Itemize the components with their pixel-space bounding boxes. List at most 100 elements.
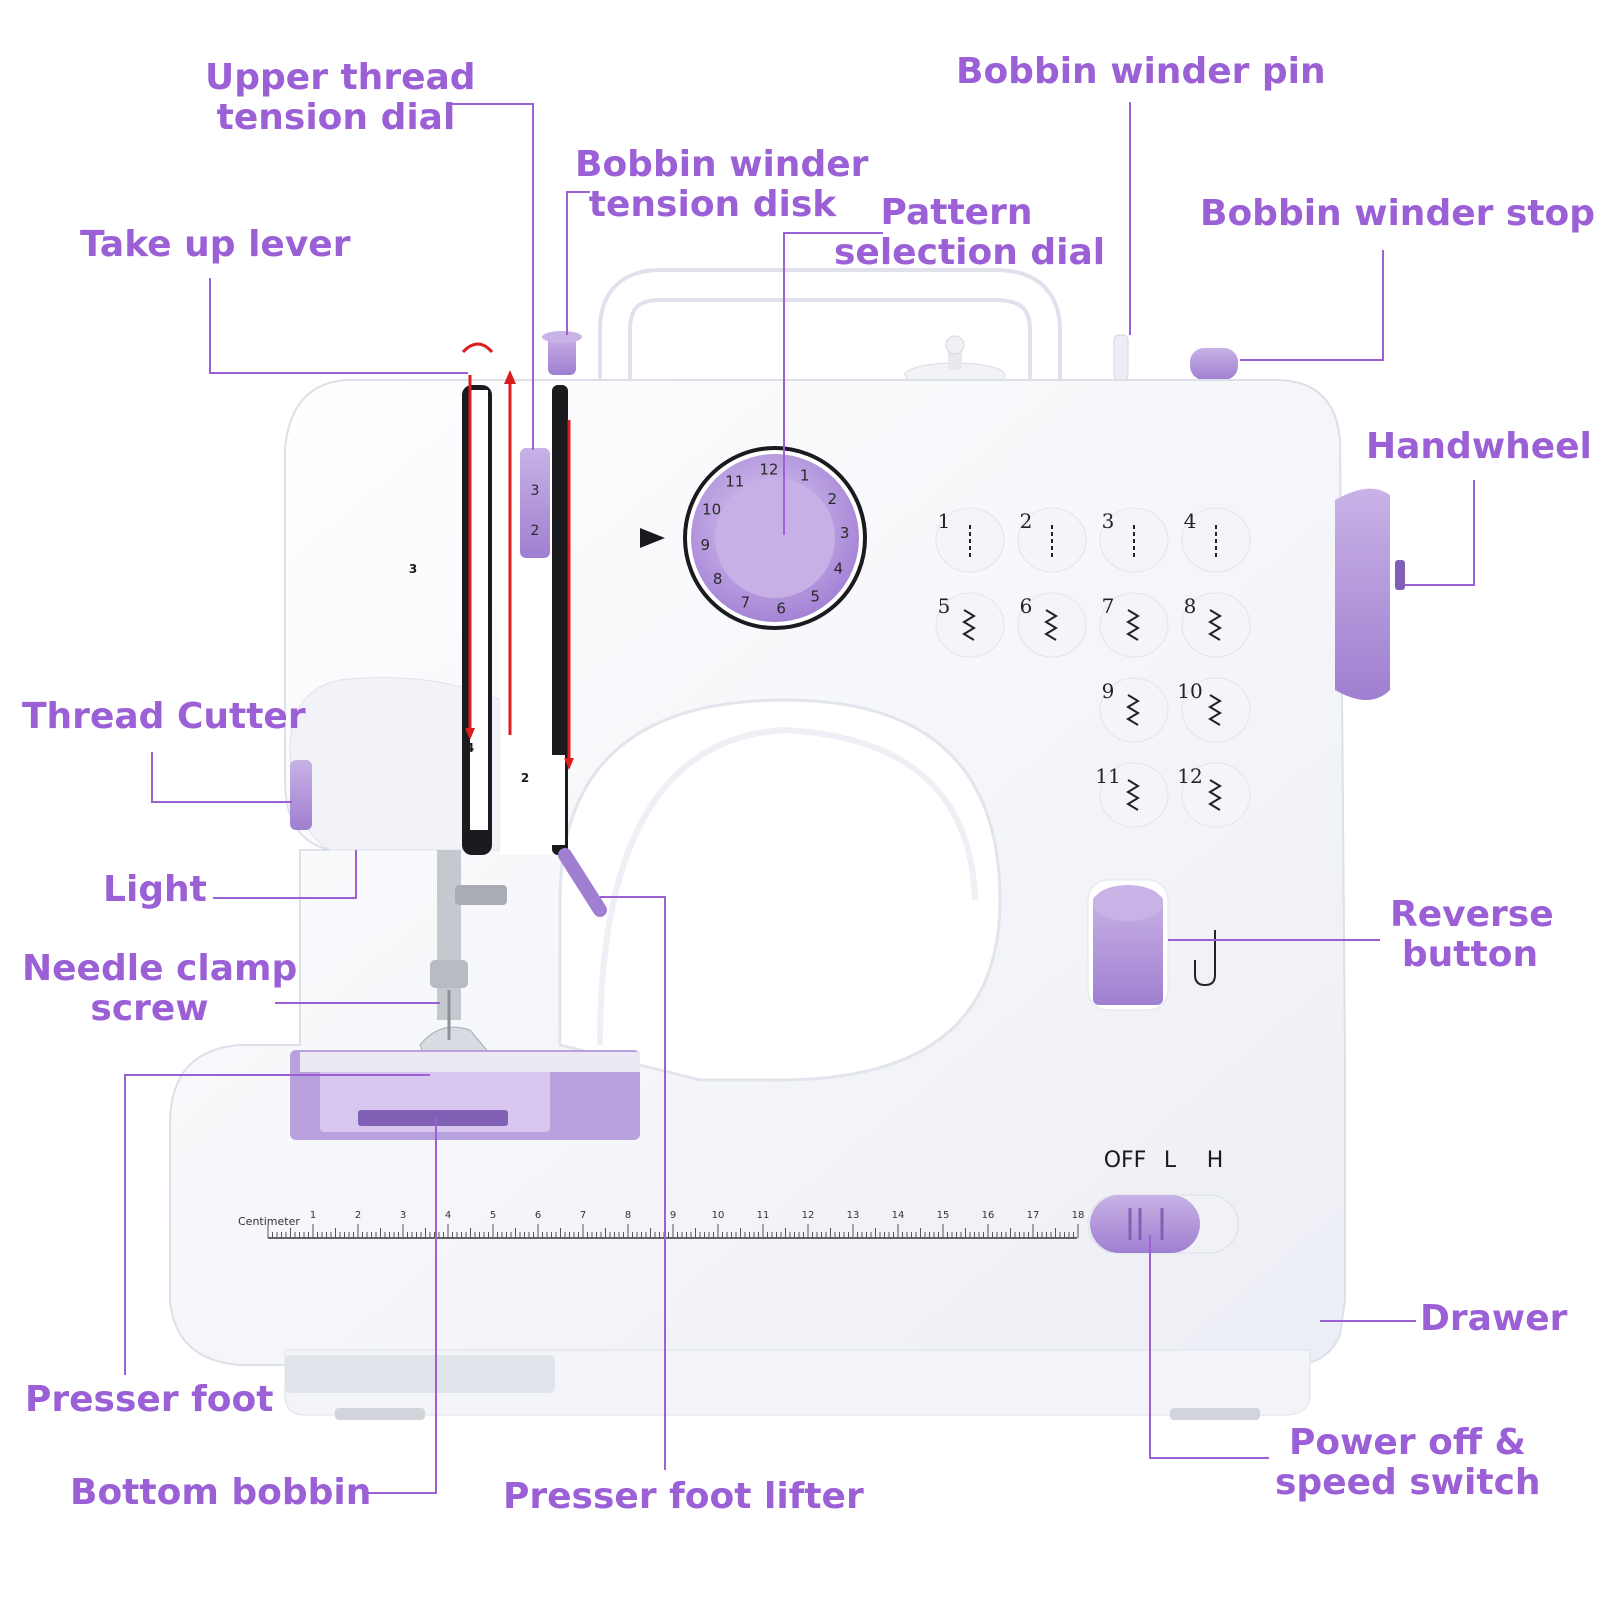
ruler-caption: Centimeter bbox=[238, 1215, 300, 1228]
label-bobbin-winder-stop: Bobbin winder stop bbox=[1200, 193, 1596, 234]
stitch-number: 10 bbox=[1177, 679, 1202, 703]
label-presser-foot: Presser foot bbox=[25, 1379, 274, 1420]
stitch-number: 6 bbox=[1020, 594, 1033, 618]
label-upper-thread-tension-dial: Upper thread tension dial bbox=[205, 57, 476, 138]
ruler-number: 17 bbox=[1027, 1210, 1040, 1221]
label-take-up-lever: Take up lever bbox=[80, 224, 351, 265]
dial-number: 9 bbox=[701, 536, 711, 554]
leader-upper-thread-tension bbox=[450, 103, 534, 450]
stitch-symbol bbox=[1126, 779, 1140, 811]
thread-path bbox=[461, 342, 574, 855]
thread-path-number: 3 bbox=[409, 562, 417, 576]
needle-plate bbox=[290, 1050, 640, 1140]
thread-path-number: 2 bbox=[521, 771, 529, 785]
leader-thread-cutter bbox=[151, 752, 292, 803]
leader-bobbin-winder-stop bbox=[1240, 250, 1384, 361]
stitch-symbol bbox=[1208, 694, 1222, 726]
ruler-number: 11 bbox=[757, 1210, 770, 1221]
ruler-number: 12 bbox=[802, 1210, 815, 1221]
ruler-number: 15 bbox=[937, 1210, 950, 1221]
label-light: Light bbox=[103, 869, 207, 910]
dial-number: 7 bbox=[741, 593, 751, 611]
reverse-button-graphic bbox=[1087, 879, 1216, 1011]
leader-power-switch bbox=[1149, 1235, 1269, 1459]
ruler-number: 14 bbox=[892, 1210, 905, 1221]
leader-bobbin-winder-tension-disk bbox=[566, 191, 590, 335]
leader-lines bbox=[124, 102, 1475, 1494]
dial-number: 4 bbox=[834, 560, 844, 578]
label-handwheel: Handwheel bbox=[1366, 426, 1592, 467]
stitch-number: 8 bbox=[1184, 594, 1197, 618]
pattern-dial bbox=[640, 446, 867, 630]
label-drawer: Drawer bbox=[1420, 1298, 1568, 1339]
stitch-number: 1 bbox=[938, 509, 951, 533]
stitch-number: 5 bbox=[938, 594, 951, 618]
tension-dial-number: 2 bbox=[531, 523, 540, 539]
stitch-number: 4 bbox=[1184, 509, 1197, 533]
label-bottom-bobbin: Bottom bobbin bbox=[70, 1472, 372, 1513]
stitch-symbol bbox=[1126, 694, 1140, 726]
label-pattern-selection-dial: Pattern selection dial bbox=[834, 192, 1106, 273]
stitch-symbol bbox=[962, 609, 976, 641]
tension-dial-number: 3 bbox=[531, 483, 540, 499]
leader-presser-foot bbox=[124, 1074, 430, 1375]
ruler-number: 2 bbox=[355, 1210, 361, 1221]
leader-light bbox=[213, 850, 357, 899]
stitch-number: 3 bbox=[1102, 509, 1115, 533]
dial-number: 1 bbox=[800, 467, 810, 485]
top-spindles bbox=[542, 331, 1238, 388]
dial-number: 6 bbox=[776, 600, 786, 618]
ruler-number: 6 bbox=[535, 1210, 541, 1221]
stitch-symbol bbox=[1126, 609, 1140, 641]
dial-number: 5 bbox=[810, 587, 820, 605]
handwheel-graphic bbox=[1335, 488, 1405, 700]
ruler-number: 1 bbox=[310, 1210, 316, 1221]
leader-presser-foot-lifter bbox=[600, 896, 666, 1470]
ruler-number: 9 bbox=[670, 1210, 676, 1221]
ruler-number: 8 bbox=[625, 1210, 631, 1221]
label-needle-clamp-screw: Needle clamp screw bbox=[22, 948, 298, 1029]
carry-handle bbox=[598, 268, 1062, 397]
stitch-number: 12 bbox=[1177, 764, 1202, 788]
thread-cutter-graphic bbox=[290, 760, 312, 830]
switch-label: L bbox=[1164, 1148, 1177, 1173]
ruler-number: 3 bbox=[400, 1210, 406, 1221]
label-presser-foot-lifter: Presser foot lifter bbox=[503, 1476, 864, 1517]
label-bobbin-winder-pin: Bobbin winder pin bbox=[956, 51, 1326, 92]
dial-number: 12 bbox=[759, 460, 778, 478]
leader-handwheel bbox=[1405, 480, 1475, 586]
stitch-number: 9 bbox=[1102, 679, 1115, 703]
stitch-symbol bbox=[1044, 609, 1058, 641]
dial-number: 2 bbox=[828, 490, 838, 508]
ruler-number: 5 bbox=[490, 1210, 496, 1221]
ruler-number: 7 bbox=[580, 1210, 586, 1221]
presser-foot-lifter-graphic bbox=[558, 848, 607, 917]
dial-number: 11 bbox=[725, 473, 744, 491]
stitch-number: 2 bbox=[1020, 509, 1033, 533]
free-arm-opening bbox=[558, 698, 1002, 1082]
dial-number: 8 bbox=[713, 570, 723, 588]
label-power-off-speed-switch: Power off & speed switch bbox=[1275, 1422, 1541, 1503]
ruler-number: 4 bbox=[445, 1210, 451, 1221]
ruler-number: 16 bbox=[982, 1210, 995, 1221]
ruler-number: 18 bbox=[1072, 1210, 1085, 1221]
power-switch-graphic bbox=[1087, 1194, 1239, 1254]
thread-path-number: 4 bbox=[466, 741, 474, 755]
leader-pattern-selection-dial bbox=[783, 232, 883, 535]
switch-label: OFF bbox=[1104, 1148, 1147, 1173]
dial-number: 3 bbox=[840, 524, 850, 542]
switch-label: H bbox=[1207, 1148, 1224, 1173]
label-thread-cutter: Thread Cutter bbox=[22, 696, 306, 737]
stitch-number: 11 bbox=[1095, 764, 1120, 788]
label-reverse-button: Reverse button bbox=[1390, 894, 1554, 975]
dial-number: 10 bbox=[702, 500, 721, 518]
leader-bottom-bobbin bbox=[362, 1118, 437, 1494]
ruler-number: 10 bbox=[712, 1210, 725, 1221]
stitch-symbol bbox=[1208, 779, 1222, 811]
ruler-number: 13 bbox=[847, 1210, 860, 1221]
stitch-number: 7 bbox=[1102, 594, 1115, 618]
leader-take-up-lever bbox=[209, 278, 468, 374]
